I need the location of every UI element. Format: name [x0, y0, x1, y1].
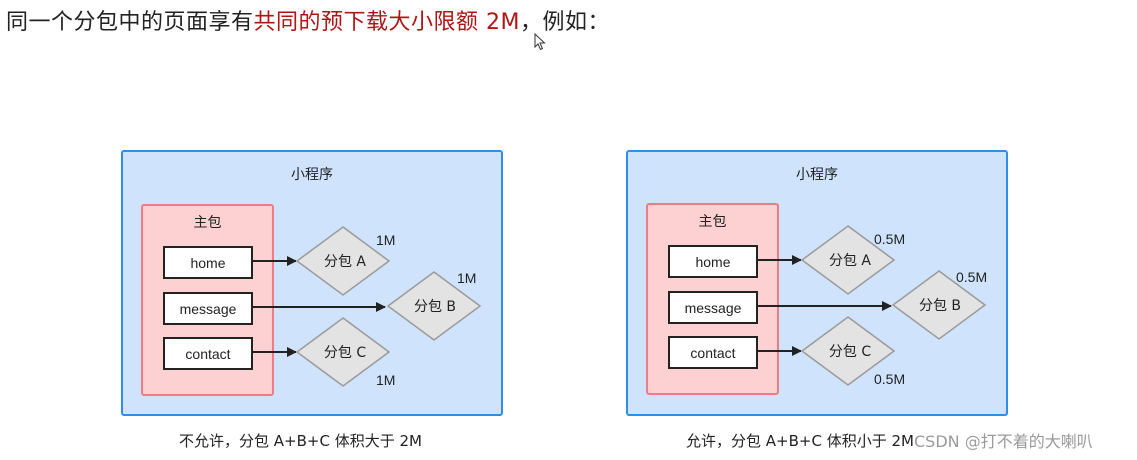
page-message: message	[668, 291, 758, 324]
page-message: message	[163, 292, 253, 325]
heading: 同一个分包中的页面享有共同的预下载大小限额 2M，例如：	[6, 4, 610, 36]
subpackage-a-size: 0.5M	[874, 231, 905, 247]
page-home: home	[668, 245, 758, 278]
main-package-left: 主包 home message contact	[141, 204, 274, 396]
subpackage-a-diamond	[295, 226, 391, 296]
heading-prefix: 同一个分包中的页面享有	[6, 10, 254, 35]
caption-left: 不允许，分包 A+B+C 体积大于 2M	[179, 432, 422, 450]
subpackage-a-label: 分包 A	[829, 253, 871, 269]
subpackage-a-diamond	[800, 225, 896, 295]
watermark: CSDN @打不着的大喇叭	[914, 432, 1093, 451]
panel-title: 小程序	[291, 167, 333, 183]
main-package-label: 主包	[193, 215, 222, 231]
subpackage-b-label: 分包 B	[414, 299, 456, 315]
subpackage-a-size: 1M	[376, 232, 395, 248]
heading-highlight: 共同的预下载大小限额 2M	[253, 10, 520, 35]
subpackage-c-size: 0.5M	[874, 371, 905, 387]
page-contact: contact	[668, 336, 758, 369]
page-home: home	[163, 246, 253, 279]
panel-title: 小程序	[796, 167, 838, 183]
main-package-label: 主包	[698, 214, 727, 230]
page-contact: contact	[163, 337, 253, 370]
subpackage-c-diamond	[800, 316, 896, 386]
subpackage-b-size: 1M	[457, 270, 476, 286]
subpackage-b-diamond	[891, 270, 987, 340]
subpackage-c-size: 1M	[376, 372, 395, 388]
mouse-cursor-icon	[534, 33, 546, 51]
heading-suffix: ，例如：	[520, 10, 611, 35]
subpackage-b-diamond	[386, 271, 482, 341]
subpackage-a-label: 分包 A	[324, 254, 366, 270]
subpackage-c-label: 分包 C	[324, 345, 366, 361]
subpackage-c-diamond	[295, 317, 391, 387]
miniprogram-panel-right: 小程序 主包 home message contact	[626, 150, 1008, 416]
subpackage-b-label: 分包 B	[919, 298, 961, 314]
subpackage-c-label: 分包 C	[829, 344, 871, 360]
caption-right: 允许，分包 A+B+C 体积小于 2M	[686, 432, 914, 450]
main-package-right: 主包 home message contact	[646, 203, 779, 395]
subpackage-b-size: 0.5M	[956, 269, 987, 285]
